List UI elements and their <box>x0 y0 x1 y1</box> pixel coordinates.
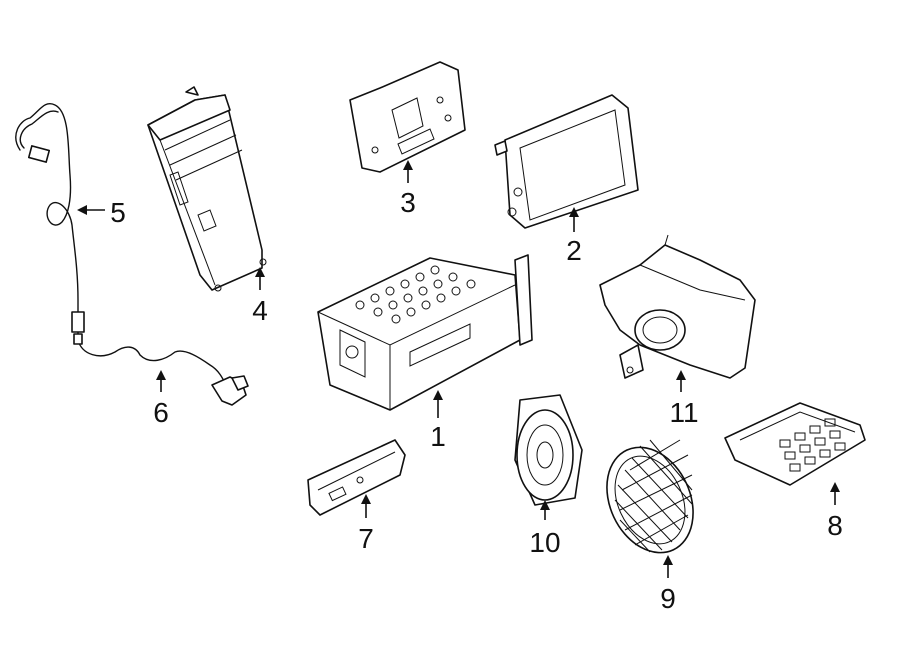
part-8-control-panel <box>724 402 866 486</box>
callout-8: 8 <box>827 510 843 541</box>
callout-1: 1 <box>430 421 446 452</box>
part-1-media-unit <box>317 254 533 411</box>
callout-11: 11 <box>669 397 698 428</box>
part-5-6-cable-harness <box>15 103 249 406</box>
part-2-display-screen <box>494 94 639 229</box>
part-11-speaker-enclosure <box>599 234 756 379</box>
callout-9: 9 <box>660 583 676 614</box>
callout-labels: 1 2 3 4 5 6 7 8 9 10 11 <box>110 187 843 614</box>
part-10-speaker <box>514 394 583 506</box>
part-3-control-bezel <box>349 61 466 173</box>
callout-4: 4 <box>252 295 268 326</box>
part-7-control-module <box>307 439 406 516</box>
callout-6: 6 <box>153 397 169 428</box>
callout-arrows <box>77 160 840 578</box>
part-4-amplifier <box>147 86 267 292</box>
callout-7: 7 <box>358 523 374 554</box>
callout-2: 2 <box>566 235 582 266</box>
part-9-speaker-grille <box>606 439 694 554</box>
callout-5: 5 <box>110 197 126 228</box>
callout-3: 3 <box>400 187 416 218</box>
callout-10: 10 <box>529 527 560 558</box>
